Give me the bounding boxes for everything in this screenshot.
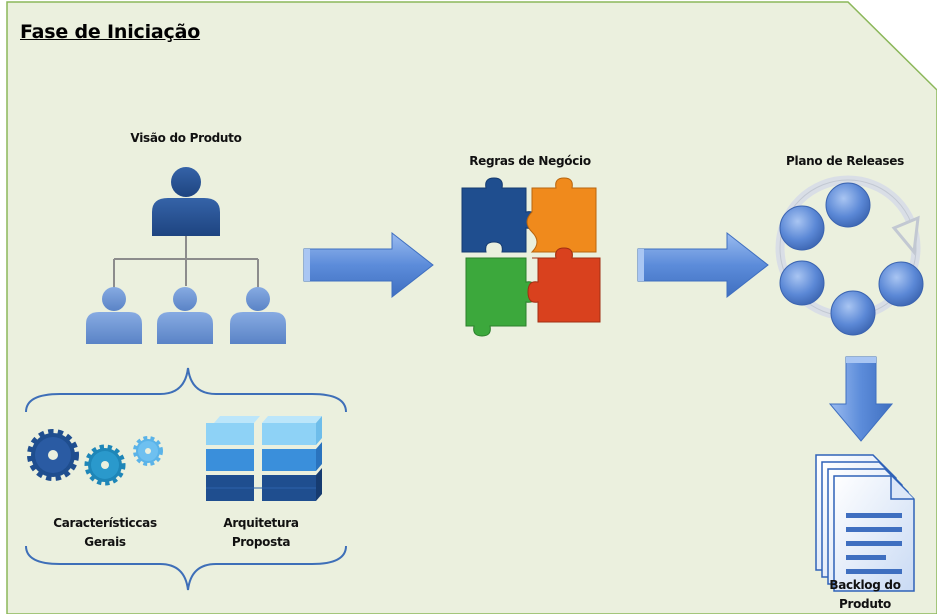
puzzle-icon [461,177,601,337]
business-rules-label: Regras de Negócio [469,154,591,168]
architecture-line1: Arquitetura [223,516,299,530]
backlog-label: Backlog do Produto [800,576,930,614]
backlog-line1: Backlog do [829,578,901,592]
architecture-line2: Proposta [231,535,291,549]
arrow-right-icon [637,231,769,299]
backlog-line2: Produto [839,597,891,611]
arrow-down-icon [828,356,894,442]
release-plan-label: Plano de Releases [786,154,904,168]
product-vision-label: Visão do Produto [130,131,242,145]
brace-icon [25,367,347,413]
page-title: Fase de Iniciação [20,21,201,43]
general-features-label: Característiccas Gerais [30,514,180,552]
gears-icon [27,429,163,486]
blocks-icon [206,416,322,501]
document-stack-icon [815,454,915,592]
general-features-line2: Gerais [84,535,126,549]
group-icon [86,287,286,344]
architecture-label: Arquitetura Proposta [196,514,326,552]
person-icon [152,167,220,236]
brace-icon [25,545,347,591]
general-features-line1: Característiccas [53,516,157,530]
cycle-icon [775,175,924,336]
arrow-right-icon [303,231,434,299]
org-connector [113,236,259,288]
